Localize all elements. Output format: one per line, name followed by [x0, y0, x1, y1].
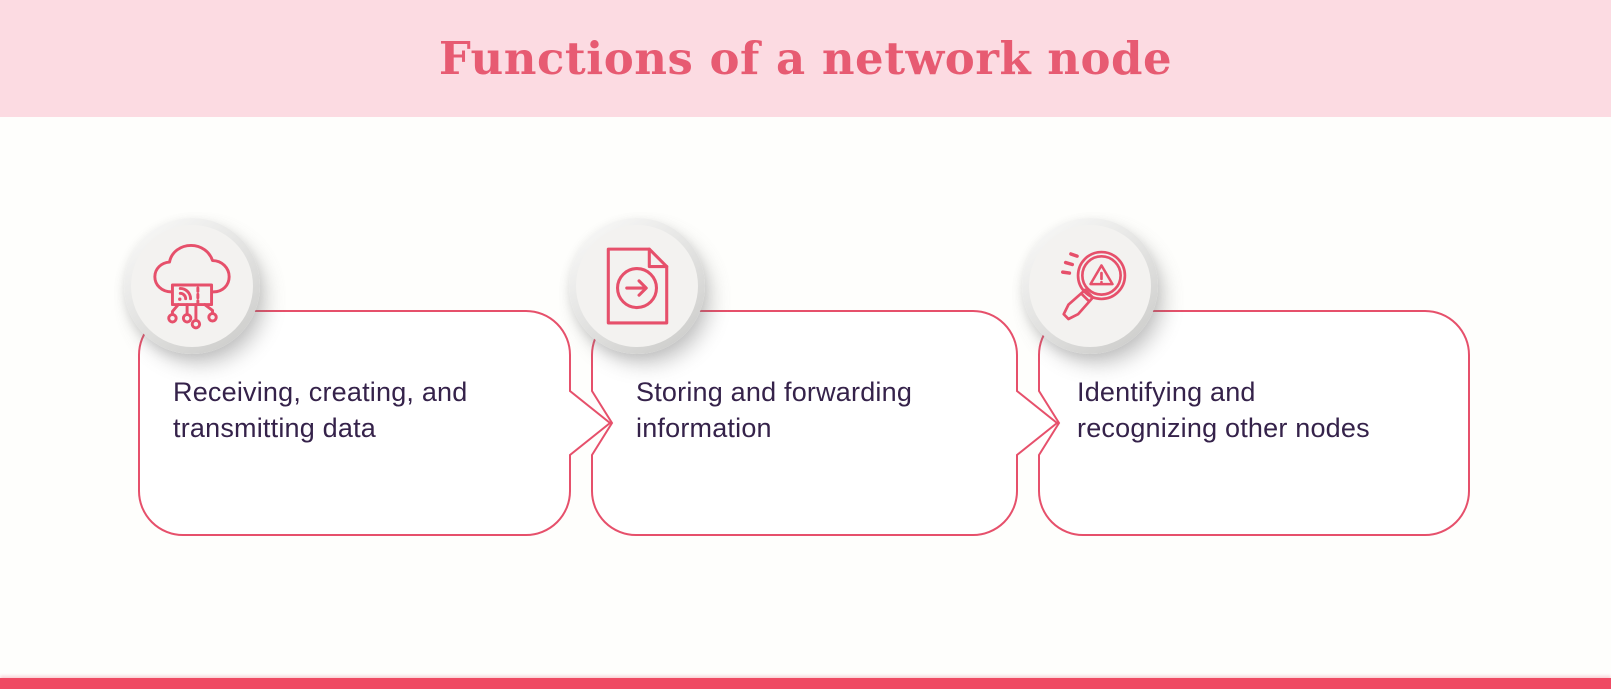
card-text-1: Receiving, creating, and transmitting da…: [173, 374, 543, 446]
icon-badge-inner: [1029, 225, 1151, 347]
card-text-3: Identifying and recognizing other nodes: [1077, 374, 1447, 446]
card-text-2: Storing and forwarding information: [636, 374, 1006, 446]
card-text-line: transmitting data: [173, 413, 376, 443]
card-text-line: Receiving, creating, and: [173, 377, 468, 407]
card-text-line: Identifying and: [1077, 377, 1256, 407]
page-title: Functions of a network node: [438, 32, 1173, 85]
card-outline-notch-left: [1038, 310, 1470, 536]
icon-badge-1: [124, 218, 260, 354]
icon-badge-2: [569, 218, 705, 354]
document-forward-arrow-icon: [606, 247, 669, 325]
card-text-line: information: [636, 413, 772, 443]
magnifier-warning-icon: [1061, 250, 1127, 321]
icon-badge-inner: [131, 225, 253, 347]
card-text-line: recognizing other nodes: [1077, 413, 1370, 443]
card-receiving-transmitting: [137, 309, 613, 539]
card-outline-notch-and-arrow: [591, 310, 1059, 536]
icon-badge-3: [1022, 218, 1158, 354]
icon-badge-inner: [576, 225, 698, 347]
card-outline-arrow-right: [138, 310, 612, 536]
card-text-line: Storing and forwarding: [636, 377, 913, 407]
cloud-network-icon: [153, 243, 231, 330]
card-storing-forwarding: [590, 309, 1060, 539]
card-identifying-nodes: [1037, 309, 1471, 539]
header-band: Functions of a network node: [0, 0, 1611, 117]
bottom-accent-bar: [0, 678, 1611, 689]
